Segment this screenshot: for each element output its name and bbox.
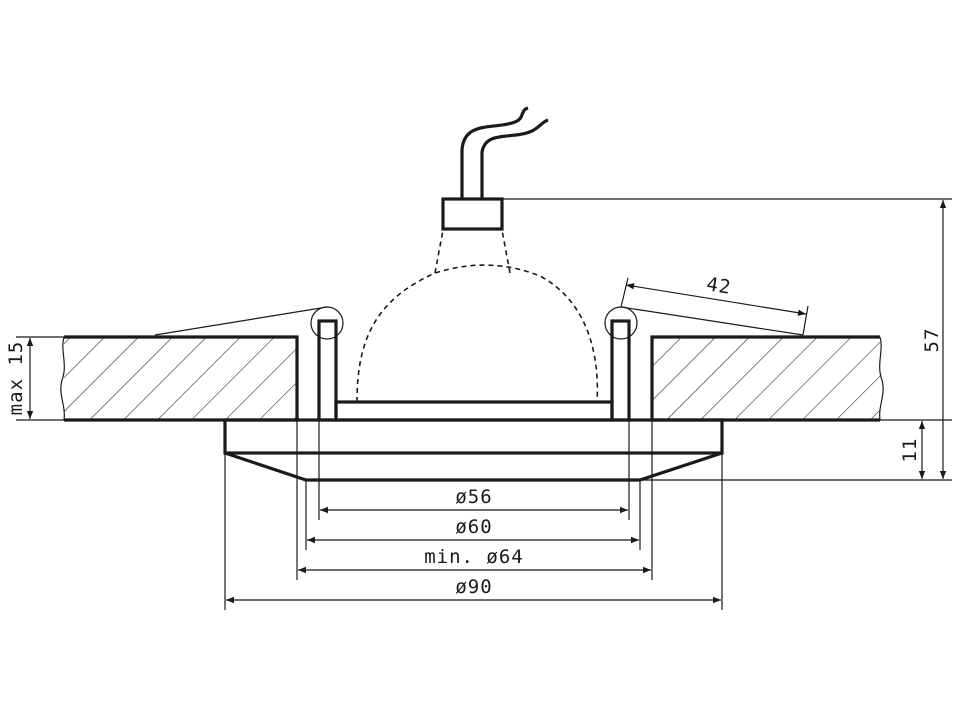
- dim-label-d60: ø60: [455, 516, 492, 538]
- cable: [460, 106, 549, 199]
- dim-label-height: 57: [921, 328, 943, 353]
- ceiling-panel-right: [650, 335, 884, 422]
- lamp-neck-left: [434, 229, 444, 274]
- lamp-neck-right: [501, 229, 511, 274]
- lamp-holder-plate: [334, 400, 614, 422]
- dim-label-depth: 42: [705, 273, 733, 299]
- dim-line-depth: [625, 283, 807, 316]
- dim-label-bezel: 11: [899, 438, 921, 463]
- lamp-outline: [356, 264, 599, 403]
- dimension-lines: [26, 200, 947, 604]
- dim-label-d56: ø56: [455, 486, 492, 508]
- dim-label-d64: min. ø64: [424, 546, 524, 568]
- dim-label-ceiling: max 15: [5, 341, 27, 416]
- bezel-ring: [223, 418, 724, 482]
- extension-lines: [16, 198, 952, 610]
- dim-label-d90: ø90: [455, 576, 492, 598]
- socket-connector: [441, 197, 504, 231]
- ceiling-panel-left: [60, 335, 299, 422]
